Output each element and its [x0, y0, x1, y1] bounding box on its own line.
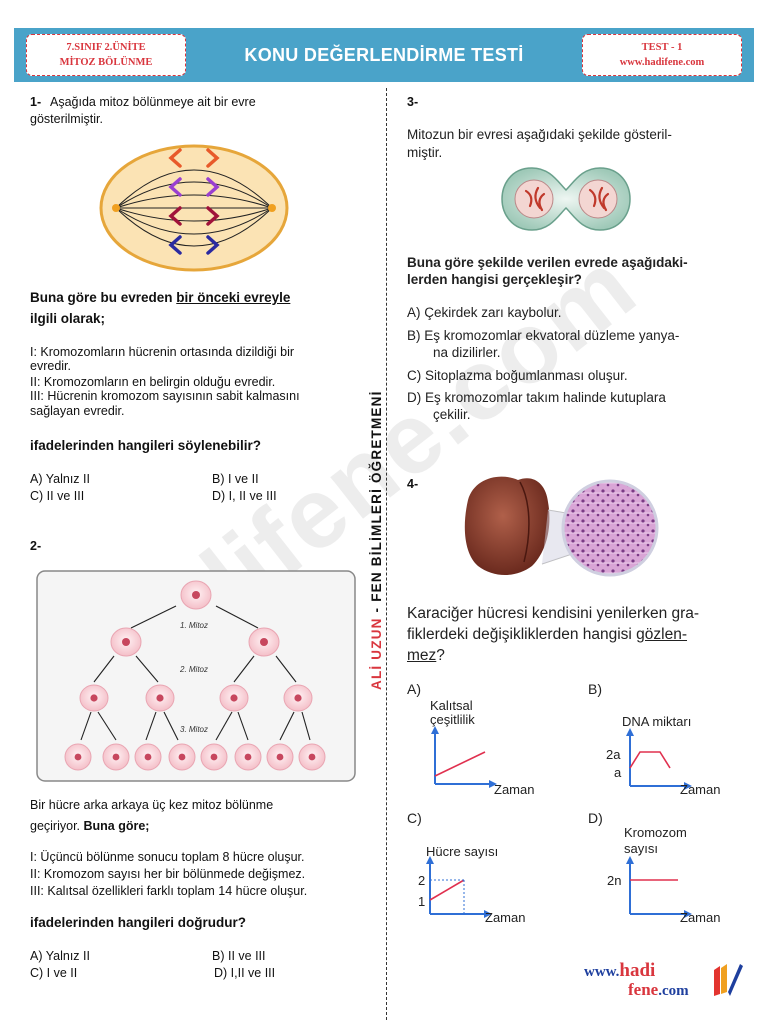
q2-text-2b: Buna göre;	[83, 819, 150, 833]
graph-d-letter: D)	[588, 810, 603, 826]
q2-number: 2-	[30, 539, 42, 553]
liver-tissue-magnified	[561, 479, 659, 577]
q2-statement-1: I: Üçüncü bölünme sonucu toplam 8 hücre …	[30, 850, 305, 864]
logo-fene: fene	[628, 980, 659, 999]
q4-number: 4-	[407, 477, 419, 491]
q4-question-2: fiklerdeki değişikliklerden hangisi gözl…	[407, 625, 687, 645]
graph-b-xlabel: Zaman	[680, 782, 721, 797]
q1-prompt-underlined: bir önceki evreyle	[176, 290, 291, 305]
graph-c-letter: C)	[407, 810, 422, 826]
column-divider	[386, 88, 387, 1020]
q3-question-2: lerden hangisi gerçekleşir?	[407, 272, 582, 287]
graph-a-title-1: Kalıtsal	[430, 698, 473, 713]
q1-statement-1b: evredir.	[30, 359, 71, 373]
graph-b-plot	[626, 728, 692, 790]
q4-question-3b: ?	[436, 647, 445, 664]
graph-b-tick-2a: 2a	[606, 747, 621, 762]
q3-intro-1: Mitozun bir evresi aşağıdaki şekilde gös…	[407, 127, 672, 142]
teacher-title: - FEN BİLİMLERİ ÖĞRETMENİ	[369, 390, 384, 618]
q3-option-b-line1[interactable]: B) Eş kromozomlar ekvatoral düzleme yany…	[407, 328, 680, 343]
three-mitosis-diagram: 1. Mitoz 2. Mitoz 3. Mitoz	[36, 570, 356, 782]
q2-option-a[interactable]: A) Yalnız II	[30, 949, 90, 963]
graph-a-plot	[431, 726, 497, 788]
q2-option-b[interactable]: B) II ve III	[212, 949, 266, 963]
website-link[interactable]: www.hadifene.com	[619, 57, 705, 68]
telophase-figure	[501, 167, 631, 231]
unit-label-box: 7.SINIF 2.ÜNİTE MİTOZ BÖLÜNME	[26, 34, 186, 76]
footer-logo[interactable]: www.hadi fene.com	[584, 960, 754, 1004]
graph-d-tick-2n: 2n	[607, 873, 622, 888]
graph-d-xlabel: Zaman	[680, 910, 721, 925]
graph-c-plot	[426, 856, 492, 918]
logo-icon	[714, 964, 743, 996]
q1-question: ifadelerinden hangileri söylenebilir?	[30, 438, 262, 453]
q4-question-1: Karaciğer hücresi kendisini yenilerken g…	[407, 605, 700, 622]
diagram-label-1: 1. Mitoz	[180, 621, 208, 630]
graph-d-plot	[626, 856, 692, 918]
q1-intro-1: Aşağıda mitoz bölünmeye ait bir evre	[50, 95, 256, 109]
test-number: TEST - 1	[641, 42, 683, 53]
mitosis-metaphase-figure	[99, 144, 289, 272]
teacher-name: ALİ UZUN	[369, 617, 384, 690]
q4-question-3u: mez	[407, 647, 437, 664]
graph-a-letter: A)	[407, 681, 421, 697]
test-label-box: TEST - 1 www.hadifene.com	[582, 34, 742, 76]
q4-question-2u: gözlen-	[636, 626, 688, 643]
graph-a-title-2: çeşitlilik	[430, 712, 475, 727]
q3-option-d-line2[interactable]: çekilir.	[433, 407, 471, 422]
q2-statement-2: II: Kromozom sayısı her bir bölünmede de…	[30, 867, 306, 881]
graph-c-tick-1: 1	[418, 894, 426, 909]
graph-d-title-1: Kromozom	[624, 825, 687, 840]
graph-a-xlabel: Zaman	[494, 782, 535, 797]
q1-prompt-a: Buna göre bu evreden	[30, 290, 177, 305]
q1-statement-3b: sağlayan evredir.	[30, 404, 125, 418]
q1-statement-2: II: Kromozomların en belirgin olduğu evr…	[30, 375, 276, 389]
q3-option-d-line1[interactable]: D) Eş kromozomlar takım halinde kutuplar…	[407, 390, 666, 405]
q2-question: ifadelerinden hangileri doğrudur?	[30, 915, 247, 930]
q4-question-2a: fiklerdeki değişikliklerden hangisi	[407, 626, 637, 643]
q3-intro-2: miştir.	[407, 145, 443, 160]
unit-line-2: MİTOZ BÖLÜNME	[59, 57, 153, 68]
q4-question-3: mez?	[407, 646, 445, 666]
q2-option-c[interactable]: C) I ve II	[30, 966, 78, 980]
q2-text-2a: geçiriyor.	[30, 819, 84, 833]
q1-option-c[interactable]: C) II ve III	[30, 489, 85, 503]
q1-option-a[interactable]: A) Yalnız II	[30, 472, 90, 486]
q3-option-c[interactable]: C) Sitoplazma boğumlanması oluşur.	[407, 368, 628, 383]
q2-statement-3: III: Kalıtsal özellikleri farklı toplam …	[30, 884, 308, 898]
q1-statement-1a: I: Kromozomların hücrenin ortasında dizi…	[30, 345, 295, 359]
q1-intro-2: gösterilmiştir.	[30, 112, 103, 126]
q3-option-b-line2[interactable]: na dizilirler.	[433, 345, 501, 360]
logo-hadi: hadi	[619, 960, 656, 981]
unit-line-1: 7.SINIF 2.ÜNİTE	[66, 42, 146, 53]
q2-text-2: geçiriyor. Buna göre;	[30, 818, 149, 834]
q1-option-b[interactable]: B) I ve II	[212, 472, 259, 486]
q1-option-d[interactable]: D) I, II ve III	[212, 489, 277, 503]
graph-c-xlabel: Zaman	[485, 910, 526, 925]
q2-text-1: Bir hücre arka arkaya üç kez mitoz bölün…	[30, 798, 274, 812]
header-bar: 7.SINIF 2.ÜNİTE MİTOZ BÖLÜNME KONU DEĞER…	[14, 28, 754, 82]
teacher-credit: ALİ UZUN - FEN BİLİMLERİ ÖĞRETMENİ	[369, 390, 384, 690]
graph-b-title: DNA miktarı	[622, 714, 692, 729]
q3-option-a[interactable]: A) Çekirdek zarı kaybolur.	[407, 305, 562, 320]
graph-c-title: Hücre sayısı	[426, 844, 499, 859]
graph-b-letter: B)	[588, 681, 602, 697]
logo-www: www.	[584, 964, 620, 980]
graph-b-tick-a: a	[614, 765, 622, 780]
q1-prompt-line2: ilgili olarak;	[30, 311, 106, 326]
diagram-label-2: 2. Mitoz	[179, 665, 208, 674]
q2-option-d[interactable]: D) I,II ve III	[214, 966, 276, 980]
diagram-label-3: 3. Mitoz	[180, 725, 208, 734]
graph-d-title-2: sayısı	[624, 841, 658, 856]
q1-prompt-line1: Buna göre bu evreden bir önceki evreyle	[30, 290, 290, 306]
q3-number: 3-	[407, 95, 419, 109]
q3-question-1: Buna göre şekilde verilen evrede aşağıda…	[407, 255, 688, 270]
logo-com: .com	[658, 983, 689, 999]
q1-statement-3a: III: Hücrenin kromozom sayısının sabit k…	[30, 389, 300, 403]
page-title: KONU DEĞERLENDİRME TESTİ	[244, 44, 524, 65]
graph-c-tick-2: 2	[418, 873, 426, 888]
q1-number: 1-	[30, 95, 42, 109]
